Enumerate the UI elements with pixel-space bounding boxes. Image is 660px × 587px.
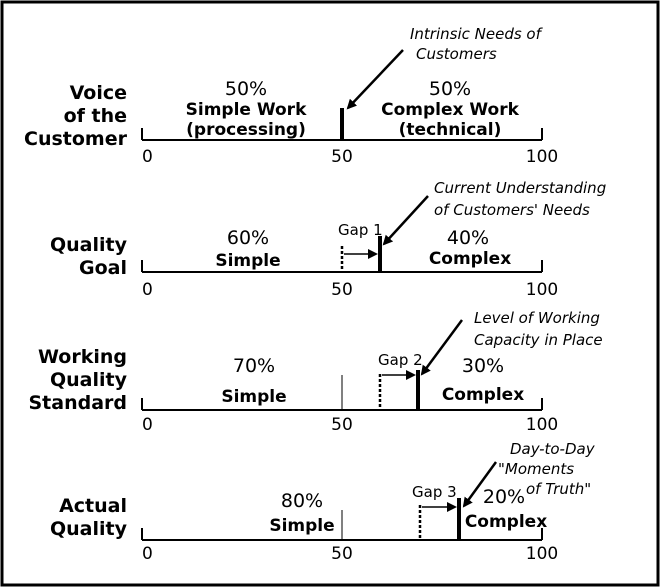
tick-label: 0 [142, 147, 153, 167]
row-actual-quality: Actual Quality Gap 3 0 50 100 80% Simple… [50, 440, 596, 564]
row-voice-of-customer: Voice of the Customer 0 50 100 50% Simpl… [24, 25, 558, 167]
tick-label: 50 [331, 544, 353, 564]
annotation-line: of Customers' Needs [434, 201, 590, 219]
row-label-line: Standard [28, 392, 127, 414]
complex-percent: 50% [429, 78, 471, 100]
row-label-line: Quality [50, 518, 128, 540]
complex-percent: 40% [447, 227, 489, 249]
complex-label-line: Complex [465, 512, 547, 532]
simple-percent: 60% [227, 227, 269, 249]
tick-label: 100 [526, 544, 558, 564]
tick-label: 50 [331, 280, 353, 300]
complex-label-line: Complex [442, 385, 524, 405]
tick-label: 0 [142, 415, 153, 435]
complex-label-line: Complex Work [381, 100, 519, 120]
annotation-line: Level of Working [474, 309, 600, 327]
row-label-line: Quality [50, 234, 128, 256]
gap-label: Gap 3 [412, 483, 457, 501]
simple-label-line: (processing) [186, 120, 306, 140]
tick-label: 100 [526, 415, 558, 435]
tick-label: 50 [331, 415, 353, 435]
gap-label: Gap 1 [338, 221, 383, 239]
row-quality-goal: Quality Goal Gap 1 0 50 100 60% Simple 4… [50, 179, 606, 300]
gap-label: Gap 2 [378, 351, 423, 369]
row-label-line: Working [38, 346, 127, 368]
row-label-line: Customer [24, 128, 128, 150]
annotation-arrow [462, 461, 498, 508]
complex-percent: 30% [462, 355, 504, 377]
annotation-line: Current Understanding [434, 179, 606, 197]
row-label-line: Quality [50, 369, 128, 391]
annotation-line: of Truth" [526, 480, 591, 498]
annotation-arrow [420, 319, 464, 376]
row-label-line: of the [64, 105, 127, 127]
tick-label: 100 [526, 280, 558, 300]
simple-label-line: Simple [215, 251, 280, 271]
row-label-line: Voice [70, 82, 127, 104]
tick-label: 100 [526, 147, 558, 167]
simple-percent: 50% [225, 78, 267, 100]
annotation-line: "Moments [498, 460, 574, 478]
complex-percent: 20% [483, 486, 525, 508]
simple-label-line: Simple [269, 516, 334, 536]
annotation-line: Customers [416, 45, 497, 63]
tick-label: 0 [142, 544, 153, 564]
row-label-line: Actual [59, 495, 127, 517]
row-label-line: Goal [79, 257, 127, 279]
annotation-line: Intrinsic Needs of [410, 25, 544, 43]
annotation-line: Capacity in Place [474, 331, 603, 349]
simple-percent: 70% [233, 355, 275, 377]
row-working-quality-standard: Working Quality Standard Gap 2 0 50 100 … [28, 309, 602, 435]
simple-label-line: Simple Work [186, 100, 307, 120]
simple-label-line: Simple [221, 387, 286, 407]
complex-label-line: (technical) [399, 120, 502, 140]
annotation-line: Day-to-Day [510, 440, 596, 458]
simple-percent: 80% [281, 490, 323, 512]
tick-label: 50 [331, 147, 353, 167]
tick-label: 0 [142, 280, 153, 300]
annotation-arrow [346, 49, 404, 110]
annotation-arrow [382, 195, 429, 246]
complex-label-line: Complex [429, 249, 511, 269]
